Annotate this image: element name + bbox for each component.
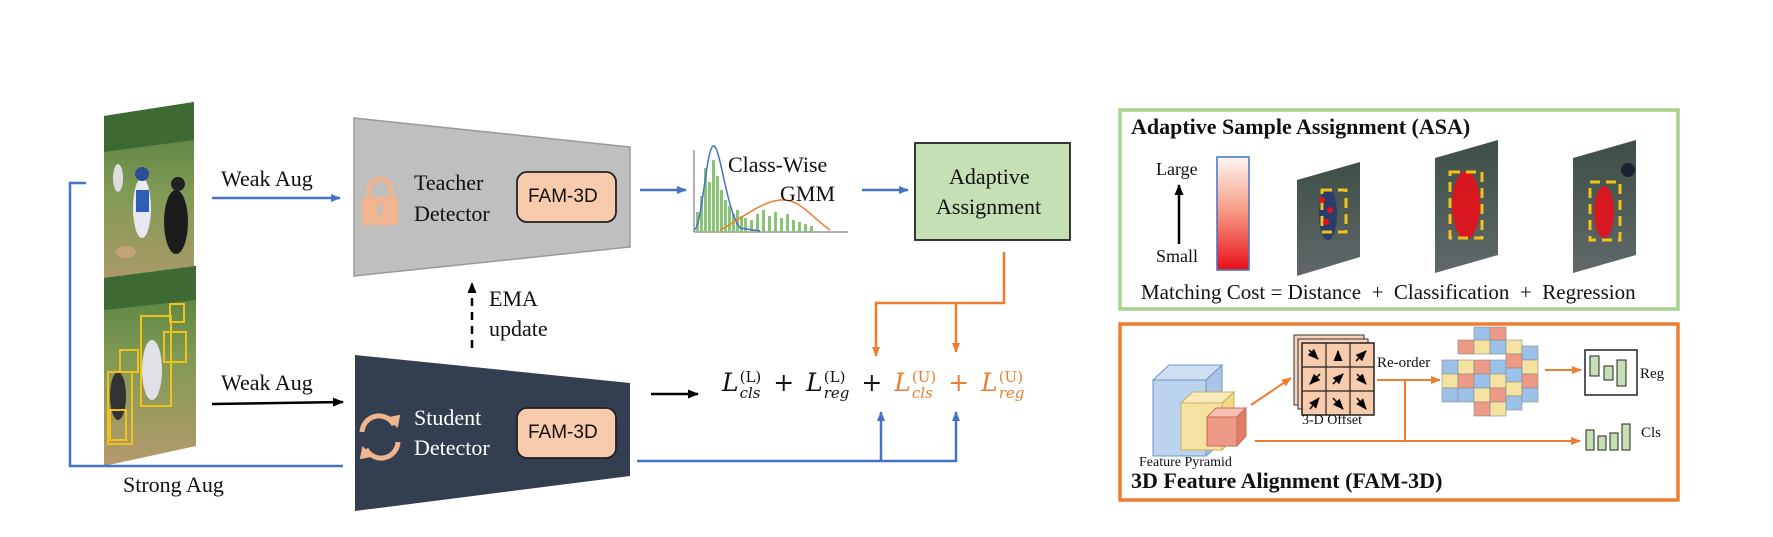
offset-grid — [1293, 334, 1375, 416]
student-detector-shape — [355, 355, 630, 511]
loss-plus-3: + — [948, 368, 970, 397]
student-strong-branch — [637, 411, 960, 463]
student-label-line2: Detector — [414, 435, 490, 460]
refresh-icon — [359, 413, 401, 461]
teacher-label-line2: Detector — [414, 201, 490, 226]
gmm-label-line2: GMM — [780, 181, 836, 206]
cost-colorbar — [1216, 156, 1250, 271]
student-fam-label: FAM-3D — [528, 422, 598, 443]
adaptive-assignment-box — [914, 142, 1071, 241]
pyramid-to-offset-arrow — [1250, 377, 1292, 406]
student-fam-module — [516, 407, 617, 459]
teacher-detector-shape — [353, 117, 631, 277]
asa-large-label: Large — [1156, 159, 1198, 179]
loss-reg-labeled: L(L)reg — [806, 367, 850, 402]
loss-plus-2: + — [861, 368, 883, 397]
fam-title: 3D Feature Alignment (FAM-3D) — [1131, 468, 1443, 493]
loss-formula: L(L)cls + L(L)reg + L(U)cls + L(U)reg — [722, 368, 1024, 401]
fam-feature-pyramid-label: Feature Pyramid — [1139, 455, 1232, 470]
ema-label-line2: update — [489, 316, 548, 341]
strong-aug-label: Strong Aug — [123, 472, 224, 497]
adaptive-label-line2: Assignment — [936, 194, 1042, 219]
reg-output-icon — [1584, 349, 1638, 396]
asa-distance-image — [1297, 162, 1360, 276]
fam-offset-label: 3-D Offset — [1302, 413, 1363, 428]
student-label-line1: Student — [414, 405, 482, 430]
reordered-features-blocks — [1441, 326, 1539, 417]
fam-cls-label: Cls — [1641, 425, 1662, 441]
weak-aug-label-top: Weak Aug — [221, 166, 313, 191]
asa-title: Adaptive Sample Assignment (ASA) — [1131, 114, 1471, 139]
weak-aug-arrow-bottom — [211, 397, 344, 407]
adaptive-label-line1: Adaptive — [949, 164, 1030, 189]
asa-classification-image — [1435, 140, 1498, 273]
feature-pyramid-blocks — [1151, 363, 1248, 458]
loss-cls-unlabeled: L(U)cls — [894, 367, 937, 402]
asa-small-label: Small — [1156, 246, 1199, 266]
asa-matching-cost: Matching Cost = Distance + Classificatio… — [1141, 280, 1636, 304]
loss-cls-labeled: L(L)cls — [722, 367, 762, 402]
lock-icon — [362, 176, 398, 225]
fam-reorder-label: Re-order — [1377, 355, 1431, 371]
teacher-fam-module — [516, 171, 617, 223]
assignment-feedback-line — [872, 252, 1006, 357]
weak-aug-label-bottom: Weak Aug — [221, 370, 313, 395]
loss-plus-1: + — [773, 368, 795, 397]
teacher-label-line1: Teacher — [414, 170, 484, 195]
strong-aug-line — [68, 181, 343, 468]
cls-output-icon — [1585, 423, 1631, 451]
asa-regression-image — [1573, 140, 1636, 273]
gmm-plot — [688, 140, 848, 236]
strong-aug-image — [104, 266, 196, 466]
loss-reg-unlabeled: L(U)reg — [981, 367, 1025, 402]
weak-aug-image — [104, 102, 194, 300]
gmm-label-line1: Class-Wise — [728, 152, 828, 177]
fam-reg-label: Reg — [1640, 366, 1665, 382]
teacher-fam-label: FAM-3D — [528, 186, 598, 207]
ema-label-line1: EMA — [489, 286, 538, 311]
